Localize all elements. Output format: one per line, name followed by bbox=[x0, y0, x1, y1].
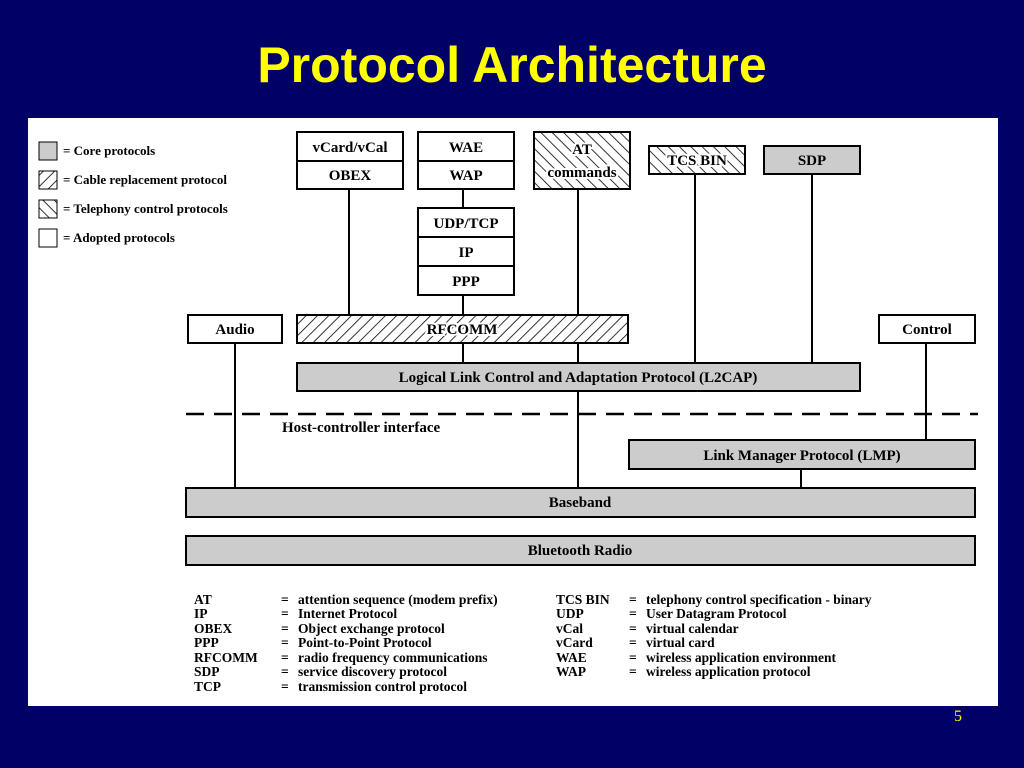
glossary-term: AT bbox=[194, 592, 212, 607]
glossary-term: PPP bbox=[194, 635, 219, 650]
at-commands-label-line2: commands bbox=[547, 165, 616, 181]
glossary-term: WAE bbox=[556, 650, 587, 665]
l2cap-label: Logical Link Control and Adaptation Prot… bbox=[399, 370, 758, 386]
legend-core-label: = Core protocols bbox=[63, 143, 155, 158]
control-box bbox=[878, 314, 976, 344]
udp-tcp-label: UDP/TCP bbox=[434, 216, 499, 232]
vcard-box bbox=[296, 131, 404, 162]
glossary-term: RFCOMM bbox=[194, 650, 258, 665]
obex-label: OBEX bbox=[329, 168, 372, 184]
glossary-term: TCP bbox=[194, 679, 221, 694]
audio-box bbox=[187, 314, 283, 344]
glossary-eq: = bbox=[281, 592, 289, 607]
obex-box bbox=[296, 160, 404, 190]
glossary-def: Internet Protocol bbox=[298, 606, 397, 621]
wae-label: WAE bbox=[449, 140, 483, 156]
glossary-term: vCard bbox=[556, 635, 593, 650]
glossary-term: IP bbox=[194, 606, 208, 621]
baseband-box bbox=[185, 487, 976, 518]
tcs-bin-box bbox=[648, 145, 746, 175]
l2cap-box bbox=[296, 362, 861, 392]
protocol-stack-diagram: = Core protocols = Cable replacement pro… bbox=[38, 131, 978, 694]
sdp-box bbox=[763, 145, 861, 175]
at-commands-label-line1: AT bbox=[572, 142, 592, 158]
tcs-bin-label: TCS BIN bbox=[667, 153, 727, 169]
legend-telephony-swatch bbox=[38, 199, 58, 219]
ppp-label: PPP bbox=[452, 274, 480, 290]
wae-box bbox=[417, 131, 515, 162]
rfcomm-label: RFCOMM bbox=[427, 322, 498, 338]
glossary-eq: = bbox=[629, 592, 637, 607]
audio-label: Audio bbox=[215, 322, 254, 338]
lmp-box bbox=[628, 439, 976, 470]
glossary-def: wireless application protocol bbox=[646, 664, 811, 679]
ip-box bbox=[417, 236, 515, 267]
glossary-eq: = bbox=[281, 664, 289, 679]
slide-title: Protocol Architecture bbox=[257, 37, 767, 93]
glossary-eq: = bbox=[629, 664, 637, 679]
bluetooth-radio-label: Bluetooth Radio bbox=[528, 543, 633, 559]
glossary-term: OBEX bbox=[194, 621, 233, 636]
glossary-eq: = bbox=[281, 606, 289, 621]
glossary-eq: = bbox=[281, 679, 289, 694]
glossary-def: User Datagram Protocol bbox=[646, 606, 787, 621]
legend-cable-label: = Cable replacement protocol bbox=[63, 172, 227, 187]
glossary-def: virtual calendar bbox=[646, 621, 739, 636]
glossary-def: wireless application environment bbox=[646, 650, 837, 665]
vcard-label: vCard/vCal bbox=[313, 140, 388, 156]
glossary-def: telephony control specification - binary bbox=[646, 592, 872, 607]
host-controller-interface-label: Host-controller interface bbox=[282, 420, 440, 436]
glossary-eq: = bbox=[629, 635, 637, 650]
glossary-def: Point-to-Point Protocol bbox=[298, 635, 432, 650]
ip-label: IP bbox=[459, 245, 474, 261]
lmp-label: Link Manager Protocol (LMP) bbox=[703, 448, 900, 464]
legend-cable-swatch bbox=[38, 170, 58, 190]
sdp-label: SDP bbox=[798, 153, 826, 169]
wap-box bbox=[417, 160, 515, 190]
udp-tcp-box bbox=[417, 207, 515, 238]
bluetooth-radio-box bbox=[185, 535, 976, 566]
glossary-eq: = bbox=[629, 606, 637, 621]
glossary-def: Object exchange protocol bbox=[298, 621, 445, 636]
glossary-eq: = bbox=[629, 650, 637, 665]
glossary-term: TCS BIN bbox=[556, 592, 610, 607]
at-commands-box bbox=[533, 131, 631, 190]
glossary-eq: = bbox=[281, 635, 289, 650]
glossary-term: vCal bbox=[556, 621, 583, 636]
rfcomm-box bbox=[296, 314, 629, 344]
control-label: Control bbox=[902, 322, 952, 338]
glossary-eq: = bbox=[629, 621, 637, 636]
slide-number: 5 bbox=[954, 708, 962, 725]
glossary-term: UDP bbox=[556, 606, 584, 621]
glossary-right: TCS BIN = telephony control specificatio… bbox=[556, 592, 872, 679]
glossary-eq: = bbox=[281, 621, 289, 636]
glossary-def: virtual card bbox=[646, 635, 715, 650]
legend: = Core protocols = Cable replacement pro… bbox=[38, 141, 228, 248]
legend-adopted-swatch bbox=[38, 228, 58, 248]
legend-telephony-label: = Telephony control protocols bbox=[63, 201, 228, 216]
legend-adopted-label: = Adopted protocols bbox=[63, 230, 175, 245]
diagram-panel: = Core protocols = Cable replacement pro… bbox=[28, 118, 998, 706]
glossary-term: SDP bbox=[194, 664, 220, 679]
glossary-eq: = bbox=[281, 650, 289, 665]
wap-label: WAP bbox=[449, 168, 482, 184]
glossary-def: radio frequency communications bbox=[298, 650, 488, 665]
glossary-def: attention sequence (modem prefix) bbox=[298, 592, 498, 607]
glossary-def: transmission control protocol bbox=[298, 679, 467, 694]
legend-core-swatch bbox=[38, 141, 58, 161]
ppp-box bbox=[417, 265, 515, 296]
glossary-def: service discovery protocol bbox=[298, 664, 447, 679]
glossary-left: AT = attention sequence (modem prefix) I… bbox=[194, 592, 498, 694]
baseband-label: Baseband bbox=[549, 495, 612, 511]
glossary-term: WAP bbox=[556, 664, 586, 679]
